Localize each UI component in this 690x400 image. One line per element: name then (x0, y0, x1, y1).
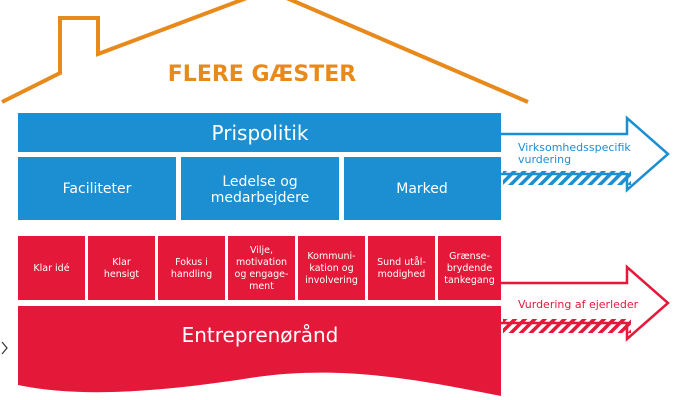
red-box-klar-ide (18, 236, 85, 300)
blue-arrow-outline (501, 115, 670, 193)
blue-box-ledelse (181, 157, 339, 220)
red-foundation-label: Entreprenørånd (182, 323, 339, 347)
red-box-kommunikation (298, 236, 365, 300)
blue-box-marked (344, 157, 501, 220)
red-box-label: Sund utål-modighed (377, 257, 426, 280)
blue-header-label: Prispolitik (212, 121, 309, 145)
red-box-graense (438, 236, 501, 300)
edge-tick-mark (1, 341, 8, 355)
red-box-klar-hensigt (88, 236, 155, 300)
red-foundation (18, 306, 501, 396)
blue-box-faciliteter (18, 157, 176, 220)
red-box-fokus (158, 236, 225, 300)
red-box-vilje (228, 236, 295, 300)
roof-outline (1, 0, 529, 104)
blue-box-label: Marked (396, 181, 448, 197)
red-arrow-hatched-band (503, 319, 631, 333)
blue-box-label: Faciliteter (63, 181, 132, 197)
red-arrow-outline (501, 264, 670, 342)
red-box-sund (368, 236, 435, 300)
roof-title: FLERE GÆSTER (168, 62, 357, 87)
blue-header-bar (18, 113, 501, 152)
red-box-label: Klar idé (33, 263, 69, 274)
red-arrow-label: Vurdering af ejerleder (518, 298, 639, 311)
